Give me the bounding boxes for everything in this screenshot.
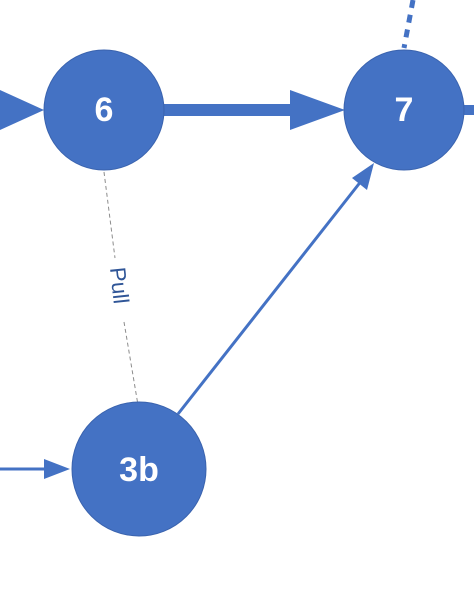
pull-label: Pull (105, 266, 134, 305)
edge-7-to-right (460, 105, 474, 115)
edge-6-to-7 (163, 90, 345, 130)
edge-incoming-to-3b (0, 459, 70, 479)
node-3b[interactable]: 3b (71, 401, 207, 537)
node-3b-label: 3b (119, 451, 159, 489)
node-6-label: 6 (95, 91, 114, 129)
edge-incoming-to-6 (0, 90, 44, 130)
pull-connector: Pull (103, 171, 139, 406)
node-7-label: 7 (395, 91, 414, 129)
dotted-edge-into-7 (401, 0, 416, 49)
node-7[interactable]: 7 (343, 49, 465, 171)
node-6[interactable]: 6 (43, 49, 165, 171)
edge-3b-to-7 (176, 163, 374, 415)
